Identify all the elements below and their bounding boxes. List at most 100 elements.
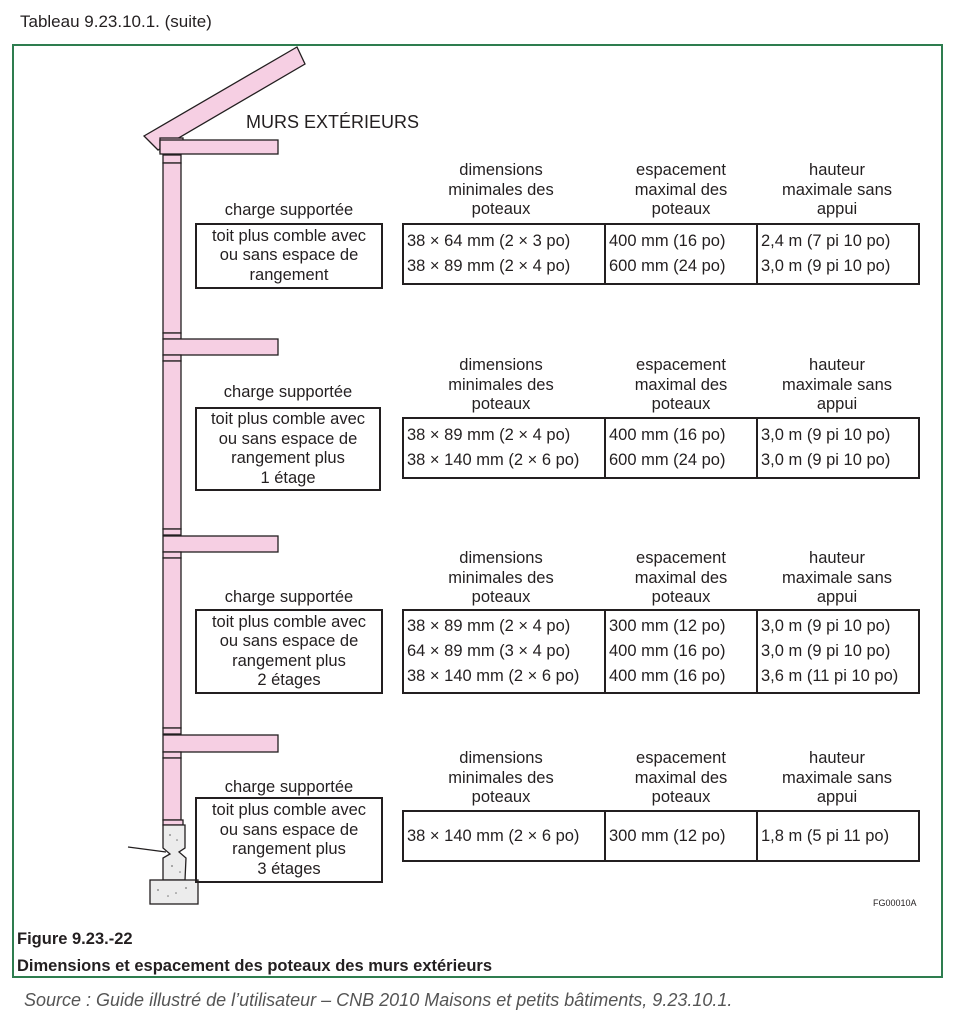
load-description-line: toit plus comble avec [210, 410, 366, 428]
table-cell-spacing: 400 mm (16 po) [609, 425, 726, 444]
column-header-line: poteaux [471, 395, 531, 413]
plate [162, 528, 182, 536]
table-cell-dimensions: 38 × 140 mm (2 × 6 po) [407, 667, 580, 685]
table-column-spacing: 300 mm (12 po) [604, 812, 758, 860]
load-description-line: rangement plus [232, 840, 346, 858]
diagram-title: MURS EXTÉRIEURS [246, 112, 420, 132]
figure-number: Figure 9.23.-22 [17, 930, 133, 948]
table-cell-dimensions: 64 × 89 mm (3 × 4 po) [407, 642, 571, 660]
table-cell-dimensions: 38 × 140 mm (2 × 6 po) [407, 826, 580, 845]
load-label: charge supportée [223, 383, 353, 401]
table-cell-dimensions: 38 × 89 mm (2 × 4 po) [407, 617, 571, 635]
column-header-line: hauteur [809, 549, 865, 567]
column-header-line: appui [816, 395, 858, 413]
column-header-line: dimensions [459, 356, 543, 374]
column-header-line: maximal des [634, 375, 728, 394]
load-description-line: ou sans espace de [219, 632, 359, 650]
floor-joist-1 [162, 338, 279, 356]
table-column-height: 3,0 m (9 pi 10 po) 3,0 m (9 pi 10 po) 3,6 … [756, 611, 924, 692]
column-header-line: poteaux [651, 200, 711, 218]
table-column-dimensions: 38 × 89 mm (2 × 4 po)38 × 140 mm (2 × 6 … [404, 419, 604, 477]
table-cell-spacing: 600 mm (24 po) [609, 451, 726, 470]
column-header-line: maximale sans [781, 568, 893, 587]
table-cell-height: 3,6 m (11 pi 10 po) [761, 667, 899, 685]
load-description-line: rangement plus [231, 449, 345, 467]
column-header-line: maximal des [634, 568, 728, 587]
column-header-line: minimales des [448, 568, 554, 587]
table-cell-height: 3,0 m (9 pi 10 po) [761, 257, 891, 276]
plate [162, 551, 182, 559]
load-description-line: 2 étages [257, 671, 321, 689]
load-label: charge supportée [224, 201, 354, 219]
column-header-line: appui [816, 788, 858, 806]
load-description-line: 3 étages [257, 859, 321, 878]
load-description-line: ou sans espace de [218, 429, 358, 448]
plate [162, 727, 182, 735]
table-cell-spacing: 300 mm (12 po) [609, 826, 726, 845]
table-cell-spacing: 400 mm (16 po) [609, 231, 726, 250]
table-cell-dimensions: 38 × 89 mm (2 × 4 po) [407, 425, 571, 444]
floor-joist-2 [162, 535, 279, 553]
load-description-line: ou sans espace de [219, 246, 359, 265]
column-header-line: maximal des [634, 180, 728, 199]
plate [162, 154, 182, 164]
column-header-line: minimales des [448, 768, 554, 787]
table-cell-spacing: 400 mm (16 po) [609, 642, 726, 660]
table-cell-spacing: 400 mm (16 po) [609, 667, 726, 685]
footing [149, 879, 199, 905]
table-cell-height: 1,8 m (5 pi 11 po) [761, 826, 890, 845]
column-header-line: poteaux [651, 395, 711, 413]
stud-spec-table: 38 × 140 mm (2 × 6 po) 300 mm (12 po) 1,8 … [402, 810, 920, 862]
column-header-line: appui [816, 200, 858, 218]
column-header-line: hauteur [809, 749, 865, 767]
load-description-line: toit plus comble avec [211, 801, 367, 819]
table-column-spacing: 300 mm (12 po) 400 mm (16 po) 400 mm (16 p… [604, 611, 758, 692]
table-cell-spacing: 300 mm (12 po) [609, 617, 726, 635]
table-column-spacing: 400 mm (16 po) 600 mm (24 po) [604, 419, 758, 477]
load-description-line: rangement plus [232, 651, 346, 670]
foundation-wall [162, 824, 187, 881]
table-cell-height: 3,0 m (9 pi 10 po) [761, 642, 891, 660]
table-column-dimensions: 38 × 89 mm (2 × 4 po) 64 × 89 mm (3 × 4 p… [404, 611, 604, 692]
table-cell-height: 3,0 m (9 pi 10 po) [761, 425, 891, 444]
column-header-line: maximale sans [781, 768, 893, 787]
column-header-line: hauteur [809, 356, 865, 374]
load-description-line: toit plus comble avec [211, 612, 367, 631]
figure-title: Dimensions et espacement des poteaux des… [17, 957, 493, 975]
plate [162, 332, 182, 340]
table-column-dimensions: 38 × 140 mm (2 × 6 po) [404, 812, 604, 860]
load-label: charge supportée [224, 778, 354, 796]
column-header-line: espacement [636, 356, 726, 374]
load-label: charge supportée [224, 588, 354, 606]
floor-joist-3 [162, 734, 279, 753]
load-description-line: ou sans espace de [219, 820, 359, 839]
table-column-height: 3,0 m (9 pi 10 po) 3,0 m (9 pi 10 po) [756, 419, 924, 477]
ceiling-joist [159, 139, 279, 155]
column-header-line: poteaux [651, 588, 711, 606]
table-cell-height: 3,0 m (9 pi 10 po) [761, 617, 891, 635]
column-header-line: dimensions [459, 549, 543, 567]
table-cell-spacing: 600 mm (24 po) [609, 257, 726, 276]
table-cell-height: 3,0 m (9 pi 10 po) [761, 451, 891, 470]
column-header-line: maximal des [634, 768, 728, 787]
stud-spec-table: 38 × 89 mm (2 × 4 po)38 × 140 mm (2 × 6 … [402, 417, 920, 479]
load-description-line: 1 étage [260, 468, 316, 487]
column-header-line: poteaux [651, 788, 711, 806]
column-header-line: espacement [636, 549, 726, 567]
column-header-line: maximale sans [781, 375, 893, 394]
load-description-line: toit plus comble avec [211, 226, 367, 245]
table-cell-dimensions: 38 × 89 mm (2 × 4 po) [407, 257, 571, 276]
column-header-line: dimensions [459, 161, 543, 179]
column-header-line: minimales des [448, 375, 554, 394]
